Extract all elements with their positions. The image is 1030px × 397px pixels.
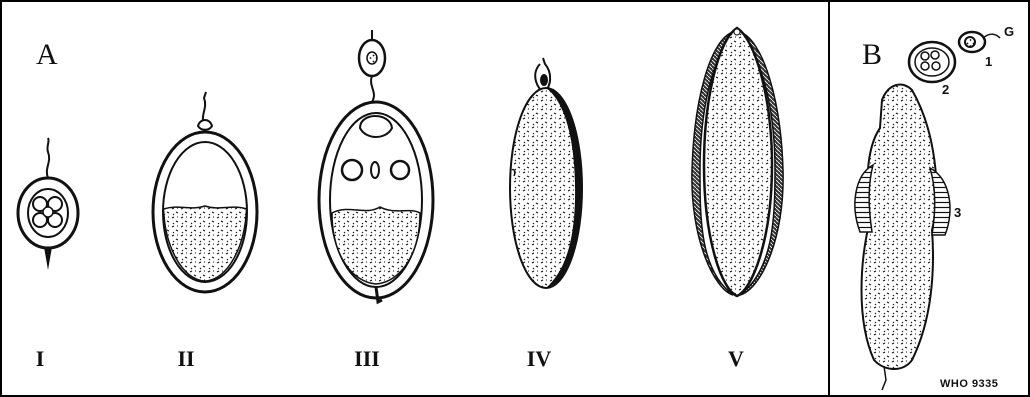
figure-code: WHO 9335 — [940, 378, 998, 390]
cyst-stage-iv-icon — [510, 58, 582, 288]
stage-label-i: I — [10, 346, 70, 372]
label-1: 1 — [985, 54, 992, 69]
label-g: G — [1004, 24, 1014, 39]
label-3: 3 — [954, 205, 961, 220]
cyst-stage-v-icon — [692, 28, 783, 296]
tapeworm-segment-icon — [855, 32, 1000, 390]
stage-label-v: V — [706, 346, 766, 372]
stage-label-ii: II — [156, 346, 216, 372]
cyst-stage-ii-icon — [153, 92, 257, 292]
cyst-stage-iii-icon — [319, 30, 433, 302]
panel-b-label: B — [862, 38, 882, 72]
egg-cell-icon — [18, 138, 78, 270]
panel-a-label: A — [36, 38, 58, 72]
stage-label-iv: IV — [509, 346, 569, 372]
stage-label-iii: III — [337, 346, 397, 372]
label-2: 2 — [942, 82, 949, 97]
